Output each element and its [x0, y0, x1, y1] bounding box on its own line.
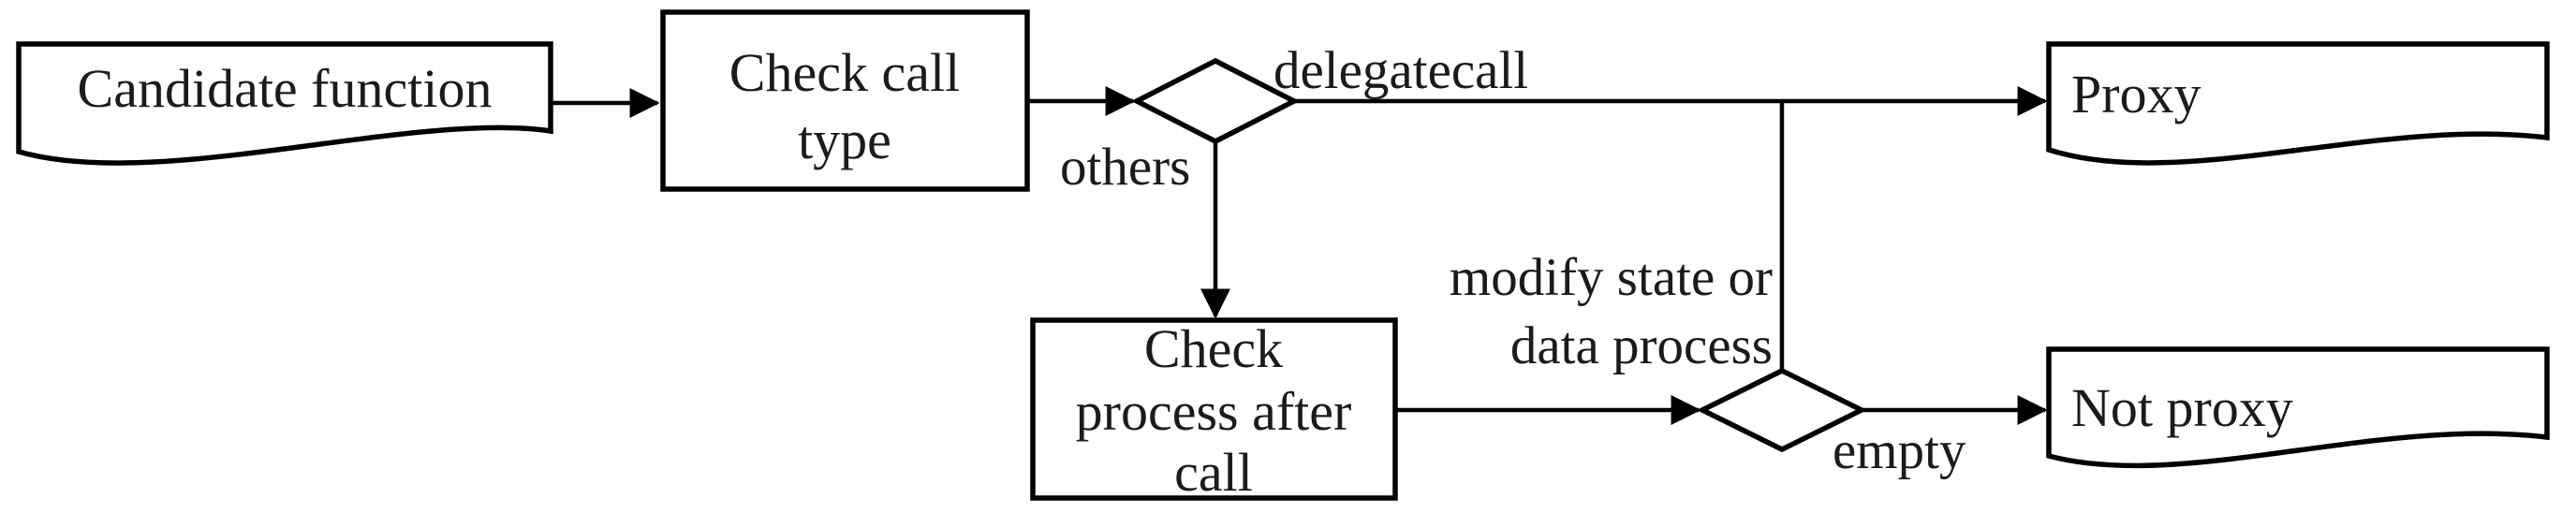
node-check-call-type: Check call type	[660, 9, 1030, 192]
check-process-line1: Check	[1144, 318, 1283, 379]
label-others: others	[1060, 138, 1190, 197]
not-proxy-shape	[2046, 346, 2550, 469]
label-modify-state-line2: data process	[1510, 316, 1773, 375]
check-process-line2: process after	[1076, 381, 1352, 442]
label-empty: empty	[1833, 421, 1966, 480]
label-modify-state-line1: modify state or	[1450, 248, 1773, 307]
check-call-type-line1: Check call	[729, 42, 960, 103]
check-process-line3: call	[1174, 442, 1253, 503]
node-proxy: Proxy	[2046, 41, 2550, 166]
check-call-type-line2: type	[798, 110, 891, 170]
label-delegatecall: delegatecall	[1273, 41, 1528, 100]
proxy-label: Proxy	[2071, 64, 2201, 125]
candidate-function-label: Candidate function	[78, 58, 493, 119]
process-after-call-decision-diamond	[1696, 367, 1868, 453]
check-call-type-shape	[660, 9, 1030, 192]
check-process-after-call-shape	[1030, 317, 1398, 501]
proxy-shape	[2046, 41, 2550, 166]
candidate-function-shape	[16, 41, 553, 166]
node-check-process-after-call: Check process after call	[1030, 317, 1398, 503]
node-not-proxy: Not proxy	[2046, 346, 2550, 469]
call-type-decision-diamond	[1130, 57, 1301, 145]
node-candidate-function: Candidate function	[16, 41, 553, 166]
not-proxy-label: Not proxy	[2071, 377, 2293, 438]
